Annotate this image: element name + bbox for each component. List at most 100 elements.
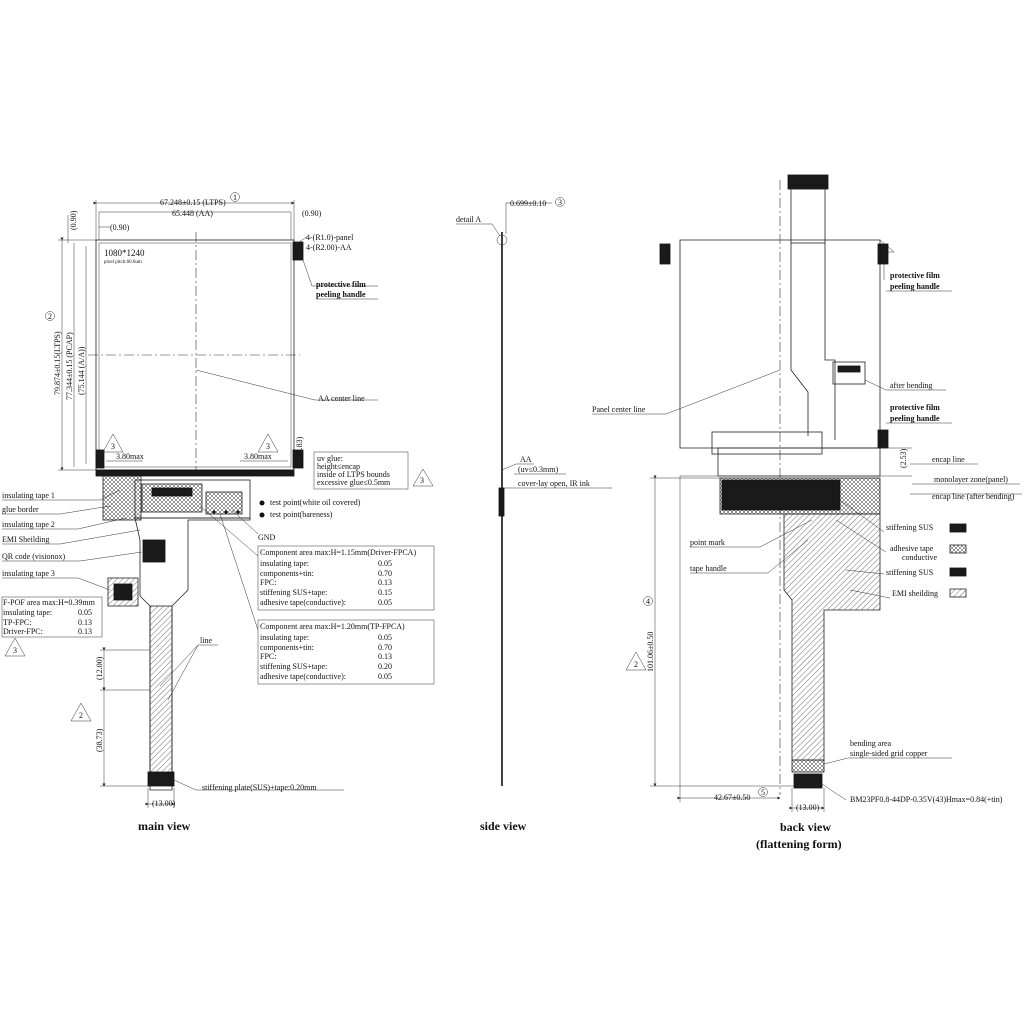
bending-area [791,759,825,773]
ct1-row-3-v: 0.15 [378,588,392,597]
legend-stiffening-sus [949,523,967,533]
tri-3-uv [412,468,434,487]
dim-total: 101.06±0.50 [646,632,655,672]
back-bottom-connector [793,773,823,789]
aa-center-line-label: AA center line [318,394,365,403]
dim-380-right: 3.80max [244,452,272,461]
uv-glue-2: height≤encap [317,462,360,471]
label-insulating-tape-2: insulating tape 2 [2,520,55,529]
back-fpc-tail [783,513,881,761]
monolayer-label: monolayer zone(panel) [934,475,1008,484]
tri-3-right-label: 3 [266,442,270,451]
back-top-connector [787,174,829,190]
dim-3873: (38.73) [95,728,104,752]
panel-center-line-label: Panel center line [592,405,646,414]
detail-a-circle [496,234,508,246]
ct2-row-3-v: 0.20 [378,662,392,671]
tri-2-main [70,702,92,722]
back-encap-band [717,447,881,477]
tri-2-back [625,651,647,671]
fpof-table: F-POF area max:H=0.39mm insulating tape:… [1,596,103,638]
after-bending-label: after bending [890,381,932,390]
encap-after-label: encap line (after bending) [932,492,1015,501]
pixel-pitch: pixel pitch:60.6um [104,260,142,265]
fpof-row-1-v: 0.13 [78,618,92,627]
tape-handle-label: tape handle [690,564,727,573]
ct2-row-4-k: adhesive tape(conductive): [260,672,346,681]
back-film-handle-right-bottom [877,429,889,449]
emi-label: EMI sheilding [892,589,938,598]
back-peeling-handle: peeling handle [890,282,940,291]
ct1-row-3-k: stiffening SUS+tape: [260,588,327,597]
fpof-connector [113,583,133,601]
ct2-row-0-k: insulating tape: [260,633,309,642]
dim-13-main: (13.00) [152,799,176,808]
protective-film-label: protective film [316,280,366,289]
peeling-handle-label: peeling handle [316,290,366,299]
adhesive-tape-label: adhesive tape [890,544,934,553]
ct1-row-4-v: 0.05 [378,598,392,607]
dim-ltps: 67.248±0.15 (LTPS) [160,198,226,207]
back-encap-area [711,431,823,455]
component-table-2: Component area max:H=1.20mm(TP-FPCA) ins… [257,619,435,685]
encap-line-label: encap line [932,455,965,464]
uv-glue-1: uv glue: [317,454,343,463]
dim-pcap-vert: 77.344±0.15 (PCAP) [65,332,74,400]
back-film-handle-left [659,243,671,265]
main-view-title: main view [138,819,191,833]
main-film-handle-bottom [292,449,304,469]
test-point-2: test point(bareness) [270,510,333,519]
dim-r-panel: 4-(R1.0)-panel [306,233,354,242]
ct2-row-0-v: 0.05 [378,633,392,642]
tri-3-left [102,433,124,453]
side-aa: AA [520,455,532,464]
bending-area-label: bending area [850,739,892,748]
ct2-row-3-k: stiffening SUS+tape: [260,662,327,671]
dim-r-aa: 4-(R2.00)-AA [306,243,352,252]
fpof-row-0-k: insulating tape: [3,608,52,617]
back-protective-film: protective film [890,271,940,280]
back-peeling-handle-2: peeling handle [890,414,940,423]
back-film-handle-right [877,243,889,265]
dim-090-right: (0.90) [302,209,322,218]
label-insulating-tape-3: insulating tape 3 [2,569,55,578]
stiffening-sus-label: stiffening SUS [886,523,933,532]
tri-3-right [257,433,279,453]
test-point-white-icon [259,500,265,506]
component-table-1: Component area max:H=1.15mm(Driver-FPCA)… [257,545,435,611]
ct1-row-0-v: 0.05 [378,559,392,568]
ct1-row-0-k: insulating tape: [260,559,309,568]
stiffening-plate-label: stiffening plate(SUS)+tape:0.20mm [202,783,317,792]
tri-3-uv-label: 3 [420,476,424,485]
ct1-row-4-k: adhesive tape(conductive): [260,598,346,607]
fpof-row-1-k: TP-FPC: [3,618,31,627]
circle-1-label: 1 [233,193,237,202]
label-glue-border: glue border [2,505,39,514]
test-point-1: test point(white oil covered) [270,498,361,507]
back-protective-film-2: protective film [890,403,940,412]
main-view: 67.248±0.15 (LTPS) 65.448 (AA) (0.90) (0… [1,192,435,833]
ic-chip [151,487,193,497]
circle-2 [45,311,55,321]
tri-3-fpof [4,637,26,657]
dim-aa: 65.448 (AA) [172,209,213,218]
side-view-title: side view [480,819,527,833]
resolution: 1080*1240 [104,248,145,258]
circle-4 [643,596,653,606]
circle-5-label: 5 [761,788,765,797]
fpof-row-2-k: Driver-FPC: [3,627,43,636]
dim-253: (2.53) [899,448,908,468]
ct2-row-2-v: 0.13 [378,652,392,661]
circle-3 [555,197,565,207]
side-thickness: 0.699±0.10 [510,199,546,208]
tri-2-back-label: 2 [634,660,638,669]
after-bending-block [832,361,866,385]
dim-ltps-vert: 79.874±0.15(LTPS) [53,331,62,395]
ct2-row-4-v: 0.05 [378,672,392,681]
ct2-row-1-v: 0.70 [378,643,392,652]
tri-2-main-label: 2 [79,711,83,720]
side-connector [498,487,505,517]
back-view-title-2: (flattening form) [756,837,842,851]
tri-3-fpof-label: 3 [13,646,17,655]
